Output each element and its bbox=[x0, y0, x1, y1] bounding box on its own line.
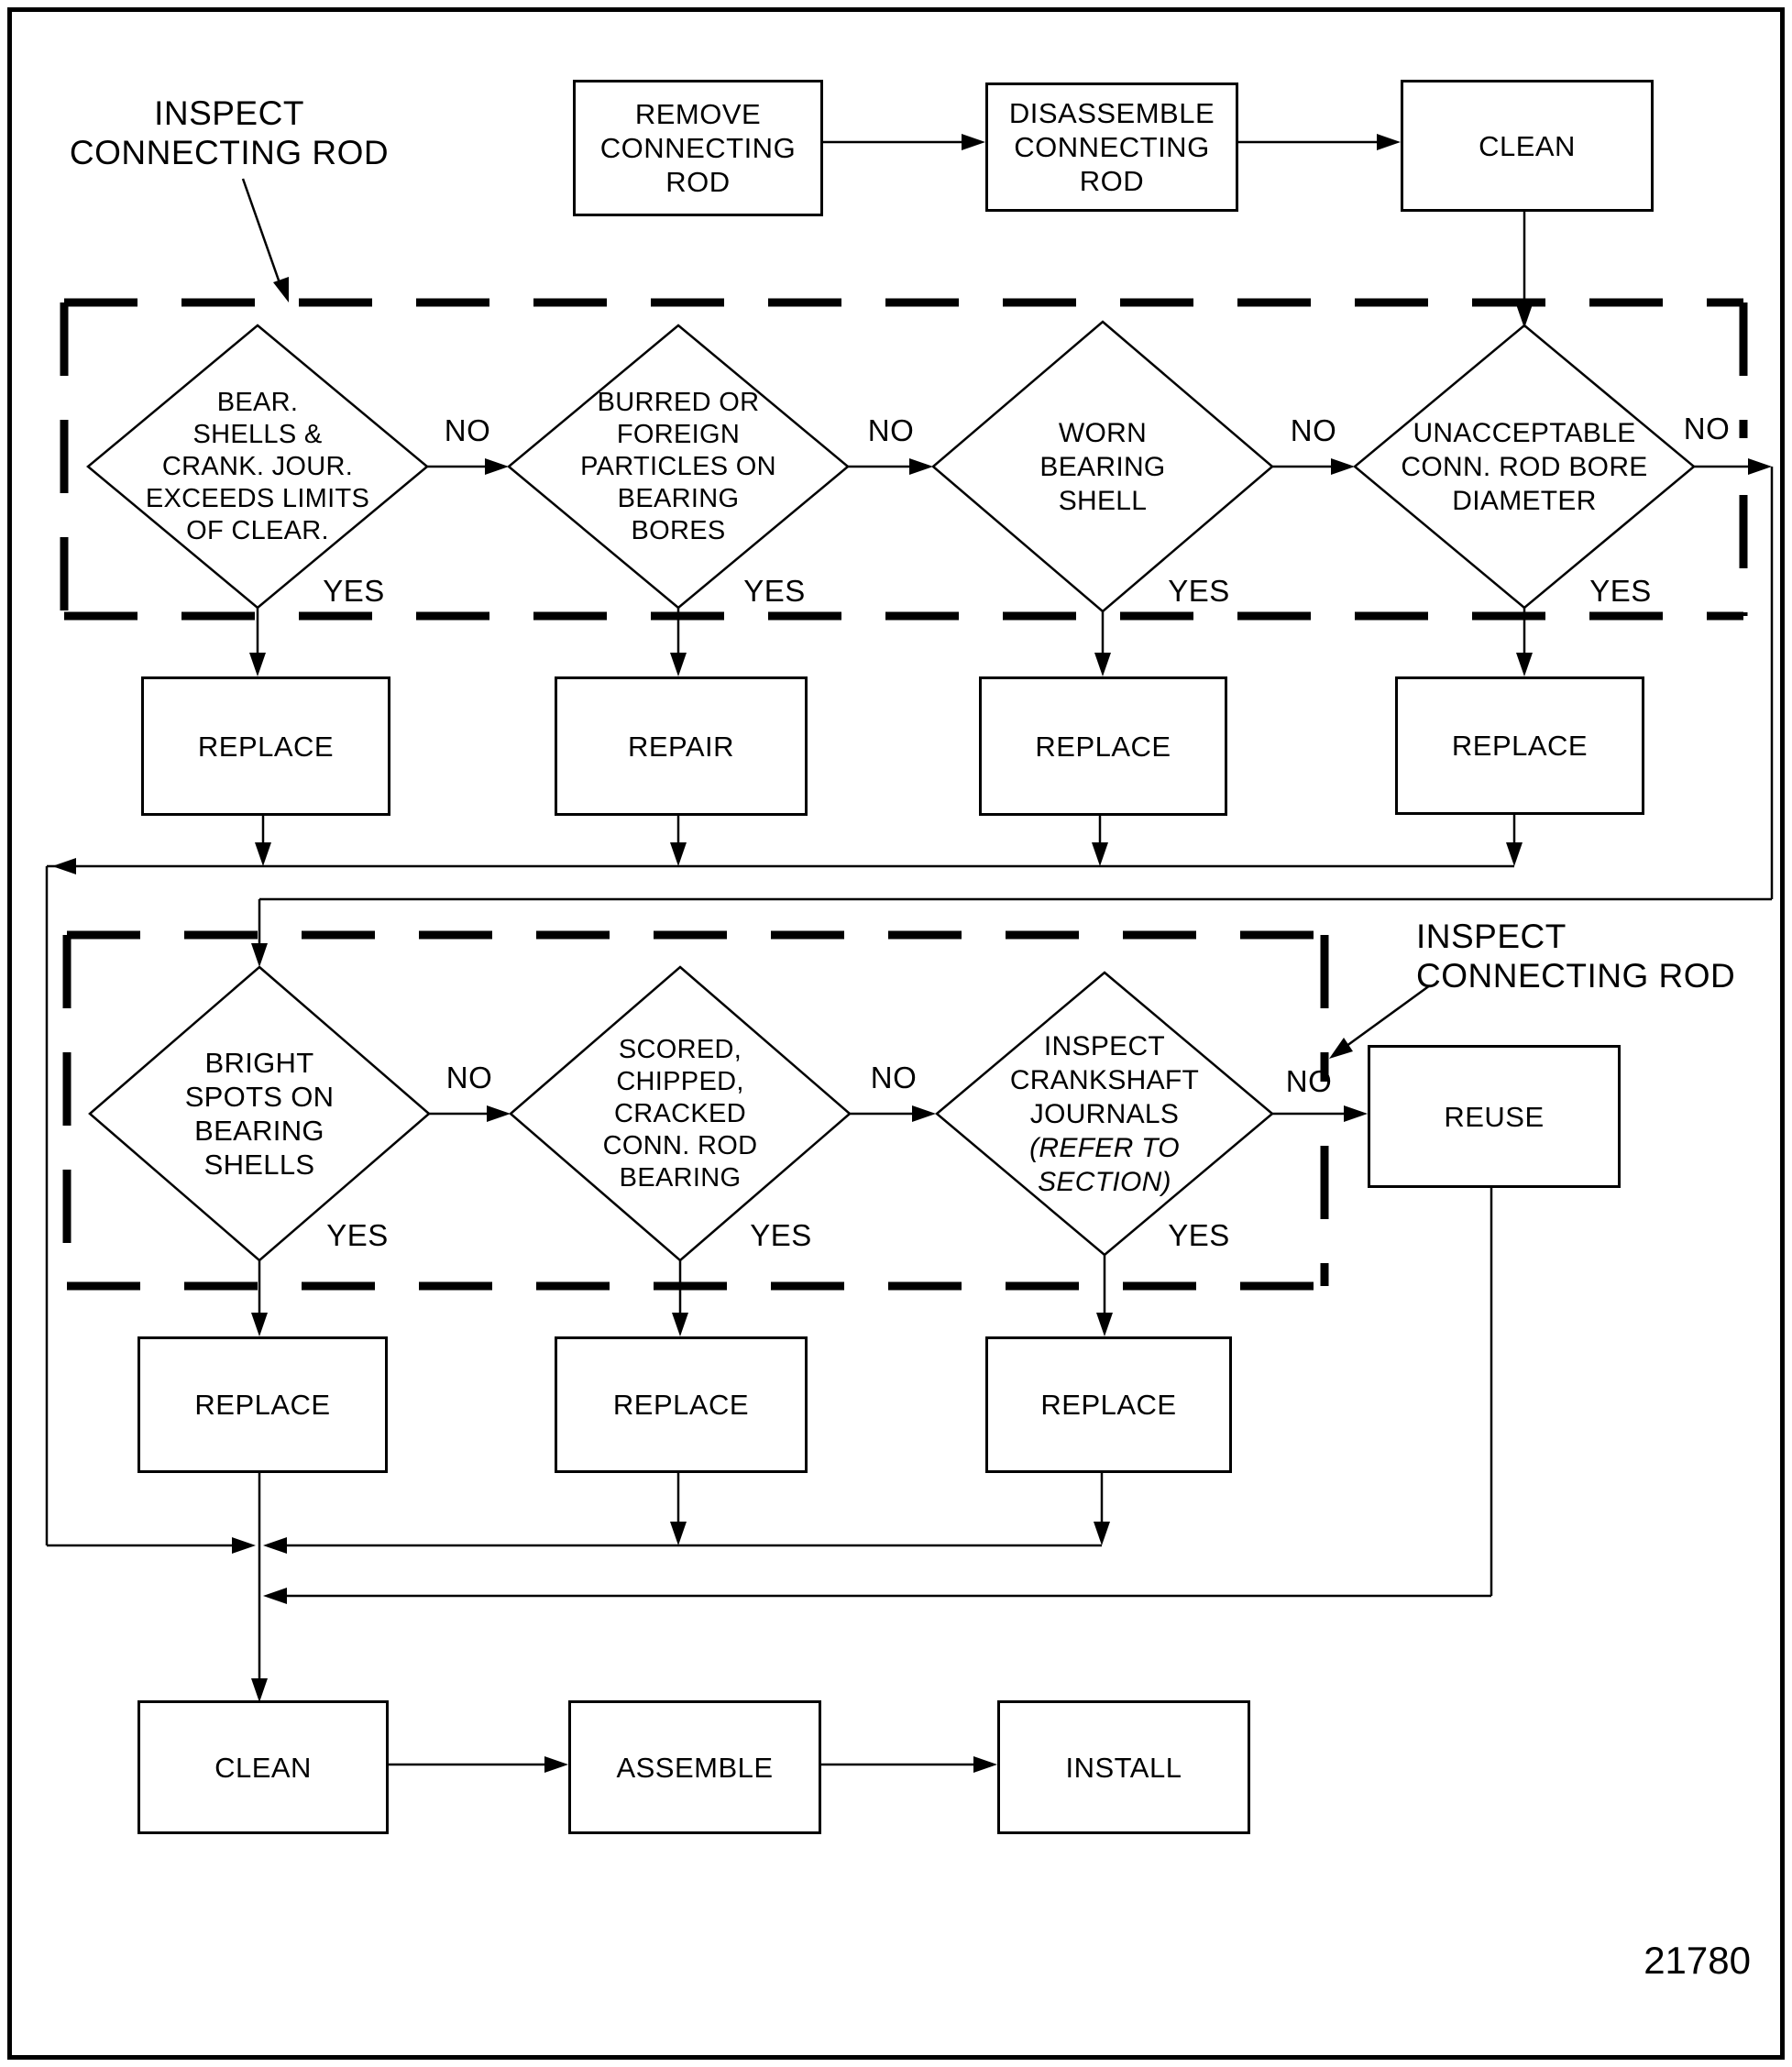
action-box-repair: REPAIR bbox=[555, 676, 808, 816]
action-box-replace-5: REPLACE bbox=[137, 1336, 388, 1473]
yes-label-2: YES bbox=[743, 574, 806, 608]
decision-text-bright-spots: BRIGHT SPOTS ON BEARING SHELLS bbox=[184, 1047, 335, 1181]
inspect-connecting-rod-label-2: INSPECT CONNECTING ROD bbox=[1416, 918, 1736, 995]
page-border bbox=[7, 7, 1785, 2060]
no-label-3: NO bbox=[1290, 413, 1337, 447]
yes-label-1: YES bbox=[323, 574, 385, 608]
action-box-replace-6: REPLACE bbox=[555, 1336, 808, 1473]
action-box-reuse: REUSE bbox=[1368, 1045, 1621, 1188]
decision-text-worn-bearing-shell: WORN BEARING SHELL bbox=[1039, 417, 1166, 516]
yes-label-5: YES bbox=[326, 1218, 389, 1252]
decision-text-bearing-clearance: BEAR. SHELLS & CRANK. JOUR. EXCEEDS LIMI… bbox=[145, 387, 370, 545]
decision-diamond-shapes bbox=[86, 320, 1696, 1262]
action-box-replace-3: REPLACE bbox=[979, 676, 1227, 816]
yes-label-6: YES bbox=[750, 1218, 812, 1252]
process-box-clean-bottom: CLEAN bbox=[137, 1700, 389, 1834]
action-box-replace-1: REPLACE bbox=[141, 676, 390, 816]
decision-text-scored-bearing: SCORED, CHIPPED, CRACKED CONN. ROD BEARI… bbox=[602, 1034, 758, 1193]
flow-lines bbox=[45, 140, 1774, 1766]
inspect-connecting-rod-label-1: INSPECT CONNECTING ROD bbox=[69, 94, 390, 171]
arrowheads bbox=[52, 134, 1772, 1773]
decision-text-inspect-crankshaft-main: INSPECT CRANKSHAFT JOURNALS bbox=[1009, 1030, 1200, 1129]
no-label-1: NO bbox=[444, 413, 491, 447]
no-label-7: NO bbox=[1285, 1064, 1333, 1098]
process-box-assemble: ASSEMBLE bbox=[568, 1700, 821, 1834]
decision-text-bore-diameter: UNACCEPTABLE CONN. ROD BORE DIAMETER bbox=[1401, 417, 1648, 516]
dashed-boundary-inspection-2 bbox=[62, 930, 1329, 1291]
action-box-replace-4: REPLACE bbox=[1395, 676, 1644, 815]
process-box-clean-top: CLEAN bbox=[1401, 80, 1654, 212]
decision-text-inspect-crankshaft: INSPECT CRANKSHAFT JOURNALS (REFER TO SE… bbox=[937, 973, 1272, 1255]
process-box-disassemble-connecting-rod: DISASSEMBLE CONNECTING ROD bbox=[985, 82, 1238, 212]
decision-text-refer-to-section: (REFER TO SECTION) bbox=[1029, 1132, 1180, 1197]
yes-label-7: YES bbox=[1168, 1218, 1230, 1252]
yes-label-3: YES bbox=[1168, 574, 1230, 608]
no-label-2: NO bbox=[867, 413, 915, 447]
action-box-replace-7: REPLACE bbox=[985, 1336, 1232, 1473]
no-label-4: NO bbox=[1683, 412, 1731, 445]
decision-text-burred-particles: BURRED OR FOREIGN PARTICLES ON BEARING B… bbox=[580, 387, 776, 545]
process-box-remove-connecting-rod: REMOVE CONNECTING ROD bbox=[573, 80, 823, 216]
yes-label-4: YES bbox=[1589, 574, 1652, 608]
process-box-install: INSTALL bbox=[997, 1700, 1250, 1834]
dashed-boundary-inspection-1 bbox=[60, 298, 1748, 621]
no-label-6: NO bbox=[870, 1061, 918, 1094]
no-label-5: NO bbox=[445, 1061, 493, 1094]
figure-number: 21780 bbox=[1644, 1939, 1751, 1982]
